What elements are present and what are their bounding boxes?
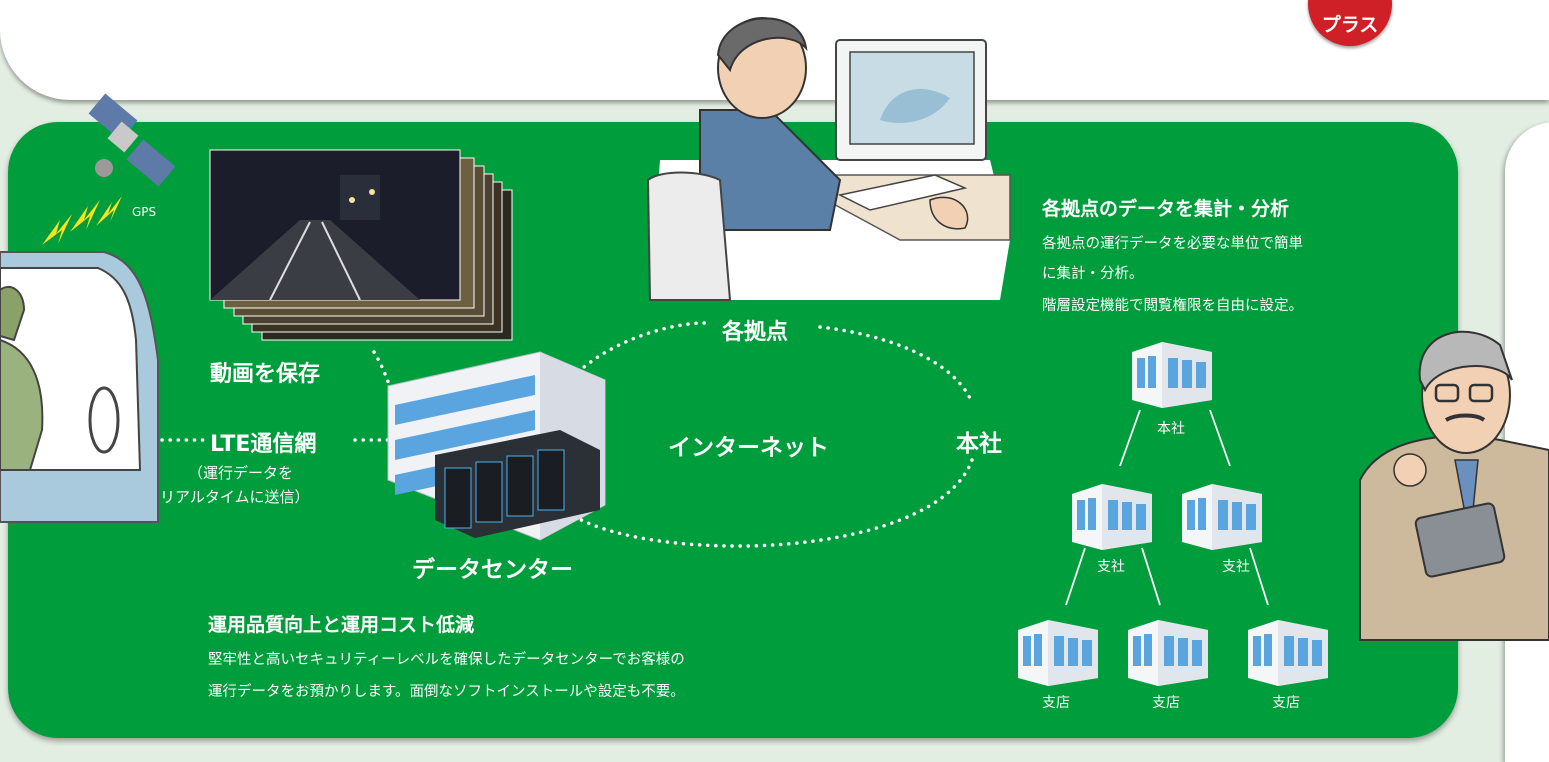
org-branch-right-label: 支社 bbox=[1222, 559, 1250, 575]
building-icon bbox=[1018, 620, 1098, 686]
aggregate-line-2: に集計・分析。 bbox=[1042, 266, 1144, 282]
building-icon bbox=[1182, 484, 1262, 550]
bases-label: 各拠点 bbox=[722, 320, 789, 345]
aggregate-line-1: 各拠点の運行データを必要な単位で簡単 bbox=[1042, 236, 1303, 252]
quality-title: 運用品質向上と運用コスト低減 bbox=[208, 614, 475, 636]
server-rack-icon bbox=[435, 430, 600, 538]
car-driver-illustration bbox=[0, 251, 159, 523]
office-worker-illustration bbox=[646, 17, 1011, 301]
gps-label: GPS bbox=[132, 205, 157, 219]
aggregate-line-3: 階層設定機能で閲覧権限を自由に設定。 bbox=[1042, 298, 1303, 314]
org-store-2-label: 支店 bbox=[1152, 695, 1180, 711]
quality-line-2: 運行データをお預かりします。面倒なソフトインストールや設定も不要。 bbox=[208, 684, 685, 700]
internet-label: インターネット bbox=[668, 435, 829, 461]
badge-label: プラス bbox=[1321, 14, 1379, 36]
lte-label: LTE通信網 bbox=[210, 432, 317, 457]
org-root-label: 本社 bbox=[1157, 421, 1185, 437]
signal-icon bbox=[42, 196, 122, 245]
quality-line-1: 堅牢性と高いセキュリティーレベルを確保したデータセンターでお客様の bbox=[208, 652, 685, 668]
org-chart-lines bbox=[1065, 409, 1269, 606]
manager-tablet-illustration bbox=[1359, 330, 1549, 641]
building-icon bbox=[1248, 620, 1328, 686]
org-branch-left-label: 支社 bbox=[1097, 559, 1125, 575]
hq-label: 本社 bbox=[956, 431, 1002, 457]
building-icon bbox=[1128, 620, 1208, 686]
aggregate-title: 各拠点のデータを集計・分析 bbox=[1042, 198, 1290, 220]
video-frames-icon bbox=[209, 149, 513, 341]
building-icon bbox=[1132, 342, 1212, 408]
lte-desc-2: リアルタイムに送信） bbox=[160, 488, 310, 506]
video-label: 動画を保存 bbox=[210, 362, 321, 387]
satellite-icon bbox=[88, 93, 176, 187]
org-store-1-label: 支店 bbox=[1042, 695, 1070, 711]
lte-desc-1: （運行データを bbox=[188, 464, 294, 482]
org-store-3-label: 支店 bbox=[1272, 695, 1300, 711]
building-icon bbox=[1072, 484, 1152, 550]
datacenter-label: データセンター bbox=[412, 557, 573, 583]
